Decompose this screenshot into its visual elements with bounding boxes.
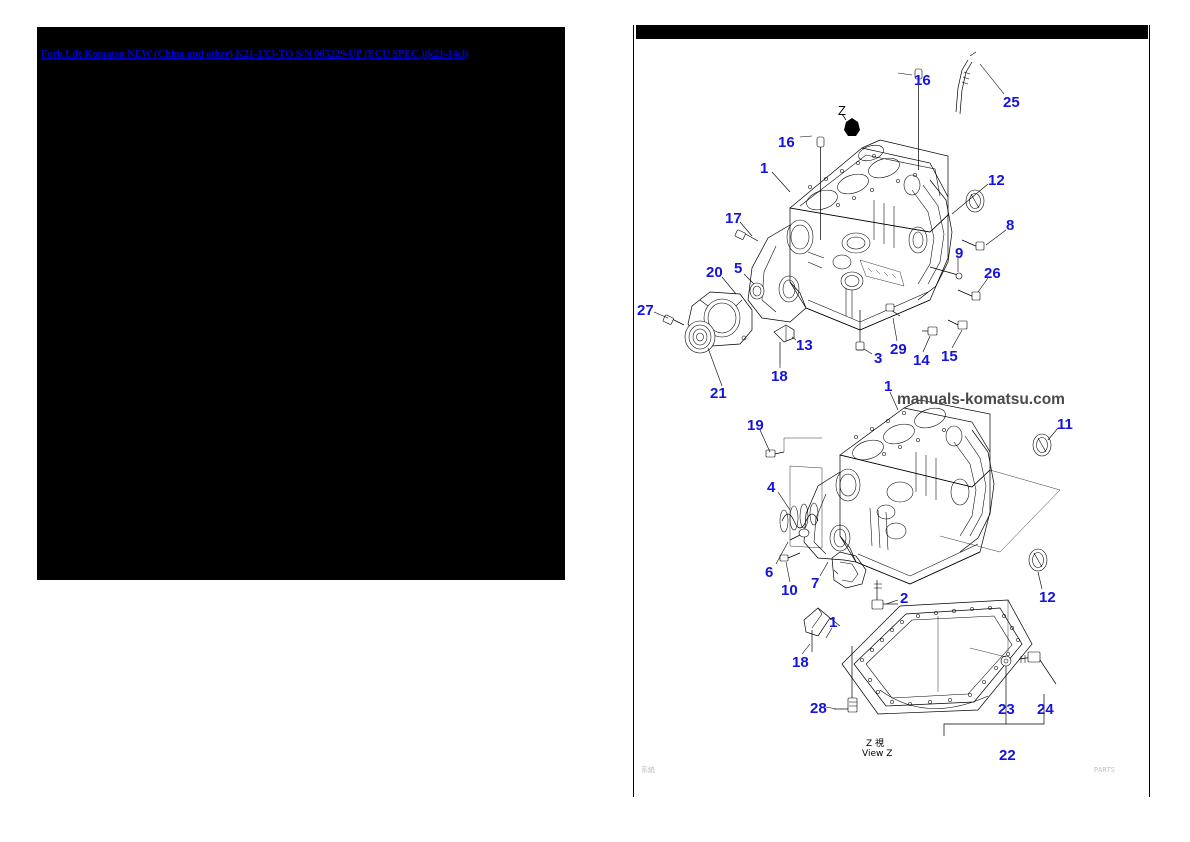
part-28-bolt bbox=[834, 646, 858, 713]
callout-2: 2 bbox=[900, 590, 908, 607]
part-15-bolt bbox=[947, 319, 968, 330]
callout-27: 27 bbox=[637, 302, 654, 319]
part-12-upper-seal bbox=[965, 189, 985, 213]
callout-1c: 1 bbox=[829, 614, 837, 631]
part-16-left bbox=[816, 136, 825, 240]
parts-diagram-panel bbox=[633, 25, 1150, 797]
image-placeholder: Fork Lift Komatsu NEW (China and other) … bbox=[37, 27, 565, 580]
part-12-lower-seal bbox=[1028, 548, 1048, 572]
callout-7: 7 bbox=[811, 575, 819, 592]
callout-8: 8 bbox=[1006, 217, 1014, 234]
callout-4: 4 bbox=[767, 479, 776, 496]
callout-9: 9 bbox=[955, 245, 963, 262]
part-19-bolt bbox=[765, 437, 822, 458]
part-17-bolt bbox=[734, 229, 759, 242]
callout-15: 15 bbox=[941, 348, 958, 365]
callout-25: 25 bbox=[1003, 94, 1020, 111]
section-marker-z: Z bbox=[838, 103, 846, 118]
part-3-plug bbox=[855, 310, 865, 351]
part-27-bolt bbox=[662, 314, 685, 326]
part-22-oil-pan bbox=[841, 599, 1033, 715]
callout-29: 29 bbox=[890, 341, 907, 358]
view-note-jp: Z 視 bbox=[866, 737, 884, 749]
callout-20: 20 bbox=[706, 264, 723, 281]
part-16-right bbox=[914, 68, 923, 170]
part-10-pin bbox=[779, 552, 801, 562]
callout-3: 3 bbox=[874, 350, 882, 367]
part-2-bolt bbox=[871, 580, 898, 610]
part-14-bolt bbox=[922, 326, 938, 336]
callout-6: 6 bbox=[765, 564, 773, 581]
callout-18a: 18 bbox=[771, 368, 788, 385]
part-z-fitting bbox=[841, 113, 860, 142]
part-4-spring bbox=[779, 502, 819, 533]
lower-cylinder-block-group bbox=[765, 399, 1061, 736]
footer-right-text: PARTS bbox=[1094, 766, 1115, 774]
callout-1a: 1 bbox=[760, 160, 768, 177]
callout-14: 14 bbox=[913, 352, 930, 369]
callout-16a: 16 bbox=[914, 72, 931, 89]
part-11-seal bbox=[1032, 433, 1052, 457]
callout-1b: 1 bbox=[884, 378, 892, 395]
callout-18b: 18 bbox=[792, 654, 809, 671]
diagram-header-bar bbox=[636, 25, 1148, 39]
callout-21: 21 bbox=[710, 385, 727, 402]
part-1-sealant-tube bbox=[803, 607, 841, 652]
callout-5: 5 bbox=[734, 260, 742, 277]
callout-22: 22 bbox=[999, 747, 1016, 764]
view-note: Z 視 View Z bbox=[862, 737, 892, 759]
callout-labels: 16 25 16 1 12 17 8 9 20 5 26 27 13 3 29 … bbox=[637, 72, 1073, 764]
callout-13: 13 bbox=[796, 337, 813, 354]
part-13-sensor bbox=[773, 324, 795, 364]
callout-17: 17 bbox=[725, 210, 742, 227]
part-7-bearing-cap bbox=[831, 551, 867, 589]
part-8-bolt bbox=[961, 239, 985, 251]
part-5-ring bbox=[749, 282, 765, 300]
callout-12a: 12 bbox=[988, 172, 1005, 189]
callout-12b: 12 bbox=[1039, 589, 1056, 606]
upper-cylinder-block-group bbox=[662, 51, 985, 364]
view-note-en: View Z bbox=[862, 749, 892, 759]
callout-26: 26 bbox=[984, 265, 1001, 282]
parts-diagram-svg: 16 25 16 1 12 17 8 9 20 5 26 27 13 3 29 … bbox=[637, 51, 1115, 774]
callout-19: 19 bbox=[747, 417, 764, 434]
callout-23: 23 bbox=[998, 701, 1015, 718]
part-21-oil-seal bbox=[684, 320, 716, 354]
footer-left-text: 系統 bbox=[641, 765, 655, 774]
callout-10: 10 bbox=[781, 582, 798, 599]
part-25-dipstick bbox=[955, 51, 977, 115]
callout-24: 24 bbox=[1037, 701, 1054, 718]
part-24-drain-plug bbox=[1018, 651, 1057, 685]
part-9-shaft bbox=[929, 266, 963, 280]
part-6-pin bbox=[789, 528, 810, 541]
callout-28: 28 bbox=[810, 700, 827, 717]
part-29-bolt bbox=[885, 303, 901, 317]
callout-16b: 16 bbox=[778, 134, 795, 151]
parts-diagram-canvas: 16 25 16 1 12 17 8 9 20 5 26 27 13 3 29 … bbox=[633, 25, 1150, 797]
callout-11: 11 bbox=[1057, 416, 1073, 433]
diagram-title-link[interactable]: Fork Lift Komatsu NEW (China and other) … bbox=[41, 49, 469, 60]
callout-leader-lines bbox=[653, 63, 1059, 710]
part-26-bolt bbox=[957, 289, 981, 301]
watermark: manuals-komatsu.com bbox=[897, 391, 1065, 408]
part-23-washer bbox=[969, 647, 1012, 694]
